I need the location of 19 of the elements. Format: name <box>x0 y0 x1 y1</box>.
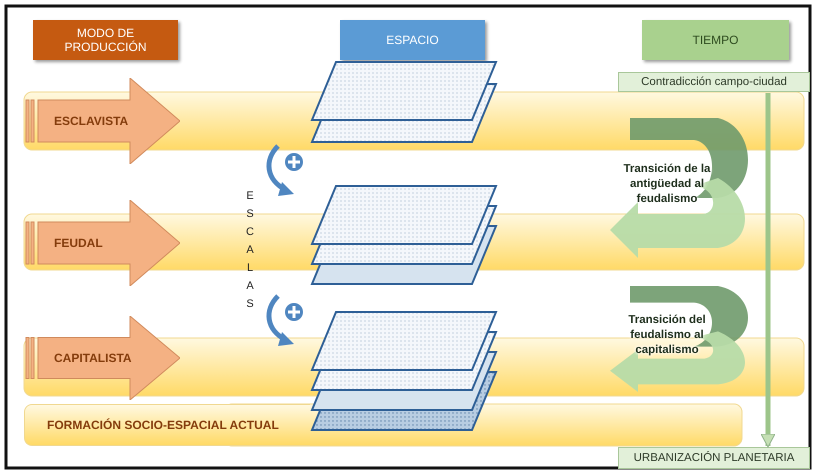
node-label: Contradicción campo-ciudad <box>641 76 787 88</box>
arrow <box>760 93 776 448</box>
header-box <box>340 20 485 60</box>
label-box <box>618 447 810 469</box>
arrow-label: ESCLAVISTA <box>54 114 128 128</box>
header-label: ESPACIO <box>386 33 439 47</box>
transition-label: Transición del feudalismo al capitalismo <box>614 311 720 359</box>
arrow-label: FEUDAL <box>54 236 103 250</box>
node-label: FORMACIÓN SOCIO-ESPACIAL ACTUAL <box>47 418 279 432</box>
header-label: MODO DE PRODUCCIÓN <box>63 26 148 54</box>
transition-label: Transición de la antigüedad al feudalismo <box>614 160 720 208</box>
header-label: TIEMPO <box>692 33 738 47</box>
header-box <box>33 20 178 60</box>
band-box <box>24 404 310 446</box>
arrow-label: CAPITALISTA <box>54 351 132 365</box>
header-box <box>642 20 789 60</box>
vertical-label: ESCALAS <box>244 190 256 316</box>
label-box <box>618 72 810 92</box>
node-label: URBANIZACIÓN PLANETARIA <box>634 452 794 464</box>
